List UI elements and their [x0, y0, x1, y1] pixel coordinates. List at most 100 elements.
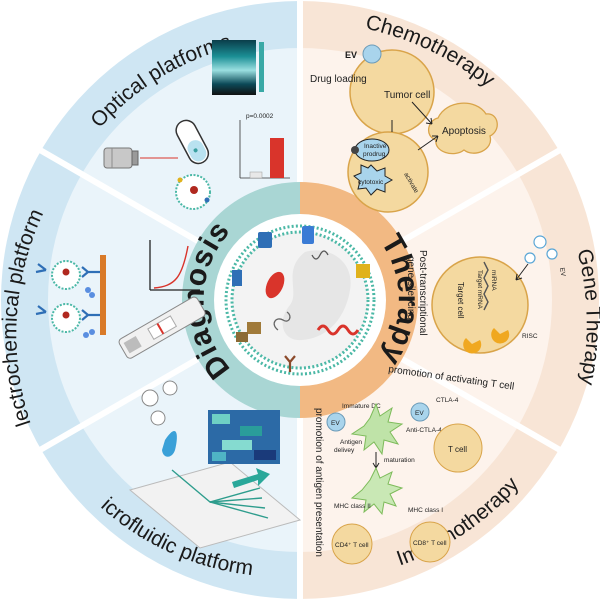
promotion-antigen-label: promotion of antigen presentation — [313, 408, 324, 557]
readout-arrow — [232, 468, 270, 488]
antibody-3 — [35, 263, 47, 274]
membrane-protein-top-right — [302, 226, 314, 244]
vesicle-small-rna — [311, 250, 329, 260]
immature-dendritic-cell — [350, 402, 404, 456]
chip-channel-4 — [209, 501, 269, 519]
chip-channel-2 — [209, 497, 263, 503]
antigen-label-line1: Antigen — [340, 439, 362, 446]
chip-channels — [171, 469, 269, 519]
mrna-strand — [483, 261, 489, 311]
prodrug-label: prodrug — [363, 151, 386, 158]
cd8-t-cell — [409, 521, 451, 563]
membrane-protein-right — [356, 264, 370, 278]
probe-cargo — [190, 186, 198, 194]
target-mrna-label: Target mRNA — [476, 270, 483, 310]
chemo-ev — [362, 44, 382, 64]
chemo-arrows — [391, 101, 439, 151]
gene-ev-1 — [533, 235, 547, 249]
mf-heatmap-cell-5 — [212, 452, 226, 461]
probe-marker-1 — [177, 177, 183, 183]
captured-vesicle-top-cargo — [62, 268, 70, 276]
vesicle-dna-loop — [273, 311, 291, 331]
arrow-cell-to-apoptosis — [411, 101, 433, 125]
sample-droplet — [162, 431, 177, 457]
gene-ev-3 — [524, 252, 536, 264]
tumor-cell-label: Tumor cell — [384, 90, 430, 101]
chip-channel-3 — [209, 501, 266, 509]
activated-t-cell — [433, 423, 483, 473]
risc-complex — [491, 328, 510, 344]
probe-marker-2 — [204, 197, 210, 203]
mhc1-label: MHC class I — [408, 507, 443, 514]
cytotoxic-label: cytotoxic — [358, 179, 384, 186]
cd8-label: CD8⁺ T cell — [413, 540, 447, 547]
immuno-ev-right — [410, 402, 430, 422]
gene-ev-arrow — [515, 263, 529, 281]
test-strip — [118, 296, 206, 359]
barplot-pvalue: p=0.0002 — [246, 113, 274, 120]
optical-panel: p=0.0002 — [103, 40, 290, 210]
target-cell-label: Target cell — [456, 282, 465, 319]
immuno-ev-left-label: EV — [331, 420, 340, 427]
mhc2-label: MHC class II — [334, 503, 371, 510]
vesicle-rna-strand — [316, 324, 360, 336]
electrode-bar — [100, 255, 106, 335]
maturation-label: maturation — [384, 457, 415, 464]
tube-particle — [193, 148, 198, 153]
chemo-ev-label: EV — [345, 50, 357, 60]
captured-vesicle-top — [51, 260, 81, 290]
floating-vesicle-3 — [150, 410, 166, 426]
chemotherapy-panel: EV Drug loading Tumor cell Inactive prod… — [310, 44, 498, 213]
inactive-label: Inactive — [364, 143, 387, 150]
gene-ev-2 — [546, 248, 558, 260]
antibody-1 — [81, 266, 100, 278]
drug-loading-label: Drug loading — [310, 74, 367, 85]
bar-plot: p=0.0002 — [239, 113, 290, 179]
signal-bead-1 — [85, 287, 91, 293]
curve-line — [153, 245, 189, 289]
membrane-protein-bottom-left — [247, 322, 261, 334]
chip — [128, 461, 302, 549]
electrochemical-panel — [35, 240, 206, 359]
objective-lens — [131, 150, 139, 166]
anti-ctla4-label: Anti-CTLA-4 — [406, 427, 442, 434]
gene-title-line2: gene silencing — [405, 256, 416, 320]
captured-vesicle-bottom-cargo — [62, 311, 70, 319]
signal-bead-3 — [83, 332, 89, 338]
signal-curve-plot — [149, 240, 200, 291]
cd4-t-cell — [331, 523, 373, 565]
immuno-ev-right-label: EV — [415, 410, 424, 417]
gene-ev-label: EV — [558, 267, 567, 277]
cytotoxic-burst — [353, 164, 394, 196]
barplot-bar-control — [249, 171, 263, 179]
mf-heatmap-cell-1 — [212, 414, 230, 424]
target-cell — [431, 256, 529, 354]
heatmap — [212, 40, 264, 95]
arrow-activation-to-apoptosis — [417, 135, 439, 151]
mature-dendritic-cell — [350, 466, 404, 516]
mirna-label: miRNA — [490, 270, 497, 291]
heatmap-colorbar — [259, 42, 264, 92]
heatmap-block — [212, 40, 256, 95]
mf-heatmap-cell-2 — [240, 426, 262, 436]
antibody-4 — [35, 305, 47, 316]
floating-vesicles — [141, 380, 178, 426]
immuno-ev-left — [326, 412, 346, 432]
vesicle-red-cargo — [265, 271, 285, 299]
test-tube — [175, 119, 210, 165]
membrane-protein-left — [232, 270, 242, 286]
microfluidic-heatmap — [208, 410, 280, 464]
prodrug-dot — [351, 146, 359, 154]
strip-pad — [123, 335, 142, 354]
objective-body — [103, 147, 133, 169]
membrane-protein-top-left — [258, 232, 272, 248]
antibody-2 — [81, 309, 100, 321]
membrane-antibody-bottom — [284, 355, 296, 372]
microscope-objective — [103, 147, 139, 169]
strip-window — [147, 315, 178, 341]
vesicle-probe — [175, 174, 211, 210]
cd4-label: CD4⁺ T cell — [335, 542, 369, 549]
barplot-bar-case — [270, 138, 284, 178]
